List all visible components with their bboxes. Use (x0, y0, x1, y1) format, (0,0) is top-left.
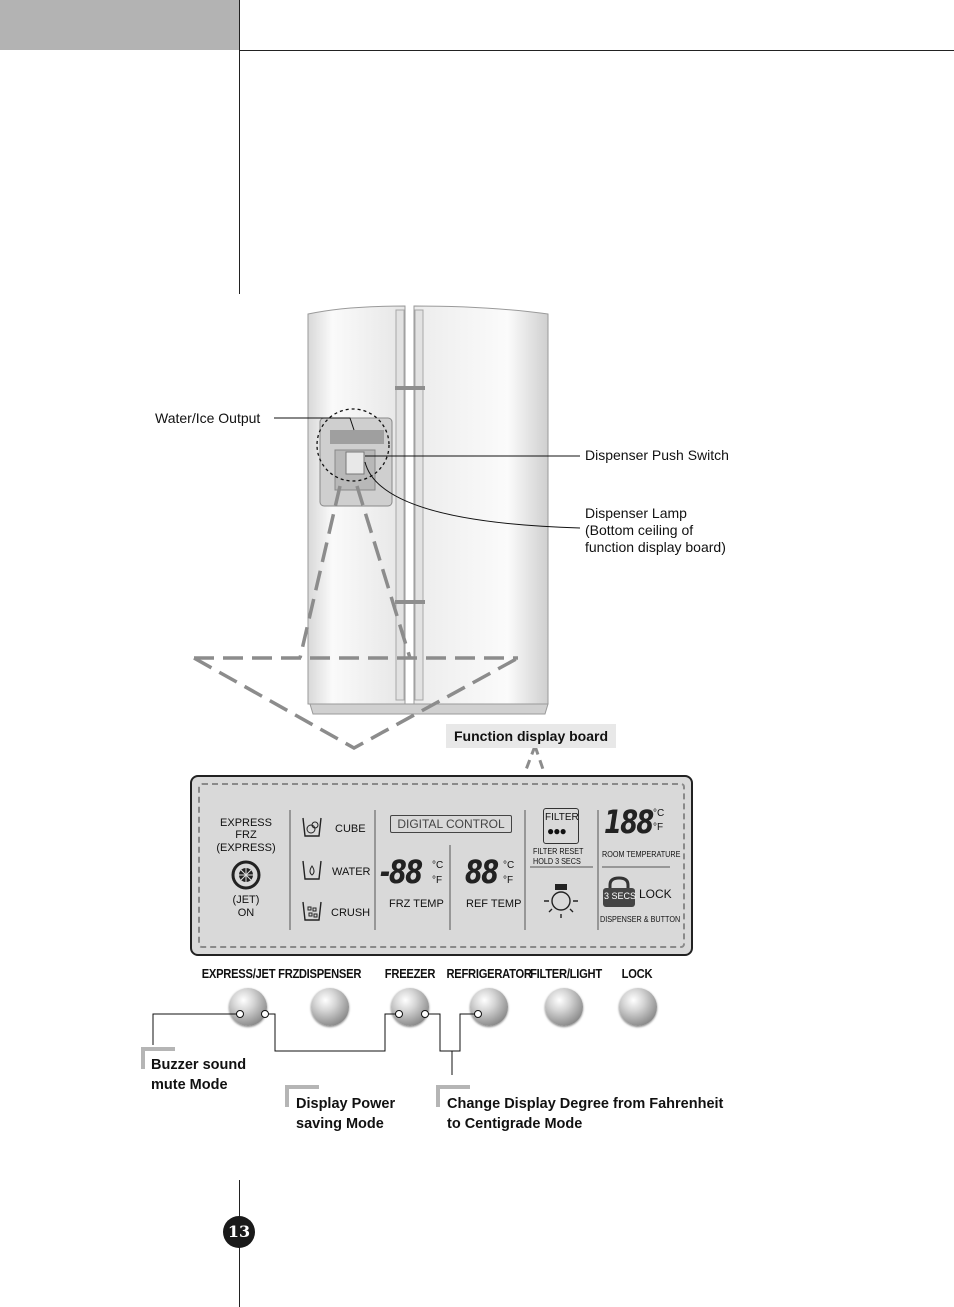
function-display-board-callout: Function display board (446, 724, 617, 748)
room-temperature-label: ROOM TEMPERATURE (602, 849, 681, 859)
right-door (413, 305, 549, 705)
header-gray-block (0, 0, 239, 50)
dispenser-lamp-note-2: function display board) (585, 539, 726, 555)
freezer-button[interactable] (391, 988, 429, 1026)
filter-label: FILTER (545, 812, 579, 823)
frz-temp-label: FRZ TEMP (389, 898, 444, 910)
express-jet-frz-button-label: EXPRESS/JET FRZ (201, 966, 300, 981)
display-power-note: Display Power saving Mode (296, 1094, 395, 1134)
lock-icon (603, 876, 635, 907)
display-power-note-bracket (285, 1085, 319, 1107)
freezer-unit-c: °C (432, 860, 444, 871)
change-degree-note-line-2: to Centigrade Mode (447, 1116, 583, 1132)
ref-temp-label: REF TEMP (466, 898, 522, 910)
crush-label: CRUSH (331, 907, 371, 919)
display-power-note-line-1: Display Power (296, 1096, 396, 1112)
dispenser-highlight-circle (316, 408, 390, 482)
change-degree-note-bracket (436, 1085, 470, 1107)
change-degree-note-line-1: Change Display Degree from Fahrenheit (447, 1096, 724, 1112)
buzzer-mute-note: Buzzer sound mute Mode (151, 1055, 246, 1095)
cube-label: CUBE (335, 823, 366, 835)
change-degree-note: Change Display Degree from Fahrenheit to… (447, 1094, 723, 1134)
fan-icon (231, 860, 261, 890)
filter-icon (543, 808, 579, 844)
cube-ice-icon (302, 817, 322, 837)
room-temp-display: 188 (604, 803, 654, 841)
combination-connectors (152, 1010, 482, 1075)
jet-label: (JET) (232, 894, 260, 906)
filter-light-button[interactable] (545, 988, 583, 1026)
filter-light-button-label: FILTER/LIGHT (530, 966, 602, 981)
on-label: ON (237, 907, 255, 919)
refrigerator-button-label: REFRIGERATOR (446, 966, 532, 981)
dispenser-button-label: DISPENSER (298, 966, 362, 981)
filter-hold-label: HOLD 3 SECS (533, 856, 581, 866)
lock-button[interactable] (619, 988, 657, 1026)
refrigerator-unit-f: °F (503, 875, 514, 886)
room-unit-c: °C (653, 808, 665, 819)
freezer-temp-display: -88 (380, 853, 423, 891)
light-bulb-icon (544, 884, 578, 918)
express-paren-label: (EXPRESS) (216, 842, 276, 854)
frz-label: FRZ (235, 829, 257, 841)
water-icon (302, 860, 322, 880)
fridge-base (309, 703, 549, 715)
freezer-unit-f: °F (432, 875, 443, 886)
water-ice-output-label: Water/Ice Output (155, 410, 261, 426)
buzzer-note-line-1: Buzzer sound (151, 1057, 247, 1073)
function-display-board-dashed-border (198, 783, 685, 948)
freezer-button-label: FREEZER (384, 966, 436, 981)
dispenser-lamp-note-1: (Bottom ceiling of (585, 522, 694, 538)
header-rule (239, 50, 954, 51)
crushed-ice-icon (302, 901, 322, 921)
water-label: WATER (332, 866, 371, 878)
refrigerator-illustration (193, 305, 581, 770)
dispenser-button-label: DISPENSER & BUTTON (600, 914, 681, 924)
digital-control-label: DIGITAL CONTROL (390, 815, 512, 833)
buzzer-note-line-2: mute Mode (151, 1077, 228, 1093)
refrigerator-unit-c: °C (503, 860, 515, 871)
display-power-note-line-2: saving Mode (296, 1116, 384, 1132)
room-unit-f: °F (653, 822, 664, 833)
buzzer-note-bracket (141, 1047, 175, 1069)
dispenser-button[interactable] (311, 988, 349, 1026)
express-label: EXPRESS (220, 817, 272, 829)
panel-dividers (289, 810, 670, 930)
refrigerator-button[interactable] (470, 988, 508, 1026)
page-number: 13 (223, 1216, 255, 1248)
express-jet-frz-button[interactable] (229, 988, 267, 1026)
dispenser-push-switch-label: Dispenser Push Switch (585, 447, 729, 463)
lock-panel-label: LOCK (639, 887, 672, 901)
lock-badge: 3 SECS (604, 891, 637, 901)
filter-reset-label: FILTER RESET (533, 846, 584, 856)
filter-drops-icon: ●●● (547, 824, 567, 838)
dispenser-lamp-label: Dispenser Lamp (585, 505, 687, 521)
lock-button-label: LOCK (621, 966, 653, 981)
refrigerator-temp-display: 88 (465, 853, 499, 891)
margin-rule-top (239, 0, 240, 294)
function-display-board (190, 775, 693, 956)
left-handle (395, 309, 405, 701)
